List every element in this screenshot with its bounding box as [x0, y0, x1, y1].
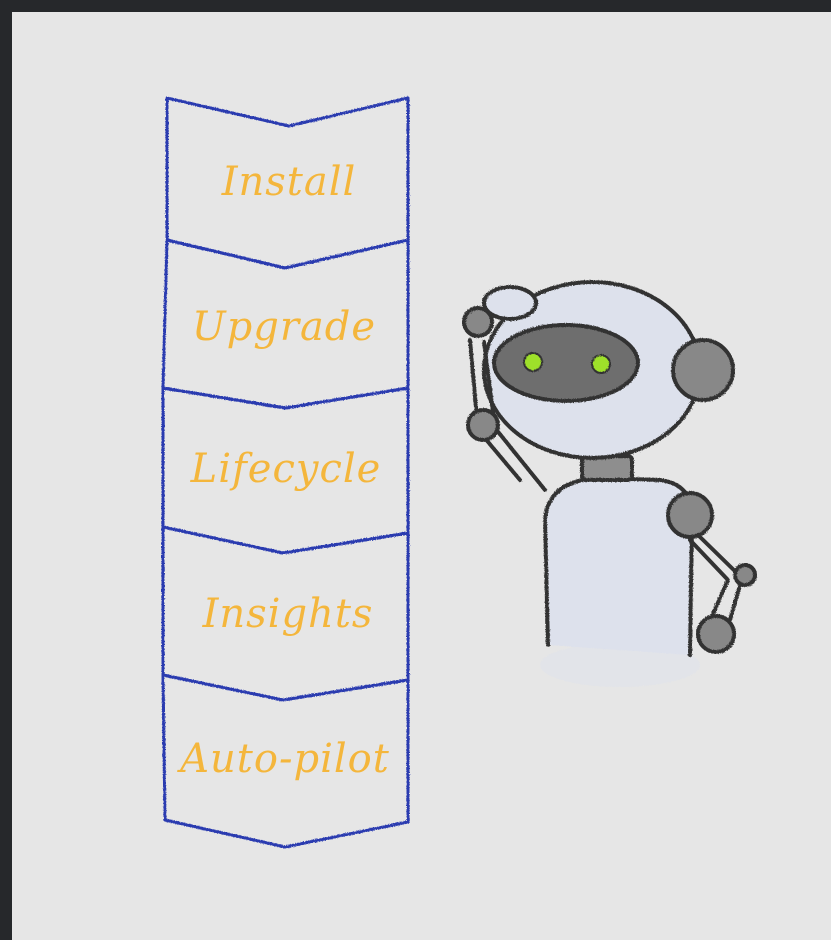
stage-label-upgrade: Upgrade	[192, 304, 376, 350]
robot-scratching-head-icon	[464, 282, 755, 687]
stage-label-auto-pilot: Auto-pilot	[176, 736, 390, 782]
robot-ear	[673, 340, 733, 400]
stage-label-install: Install	[221, 159, 357, 205]
robot-eye-left	[524, 353, 542, 371]
robot-eye-right	[592, 355, 610, 373]
stage-label-lifecycle: Lifecycle	[190, 446, 382, 492]
stage-label-insights: Insights	[202, 591, 374, 637]
robot-hip-hand	[698, 616, 734, 652]
robot-shoulder-joint	[668, 493, 712, 537]
robot-elbow-joint	[468, 410, 498, 440]
robot-visor	[494, 325, 638, 401]
